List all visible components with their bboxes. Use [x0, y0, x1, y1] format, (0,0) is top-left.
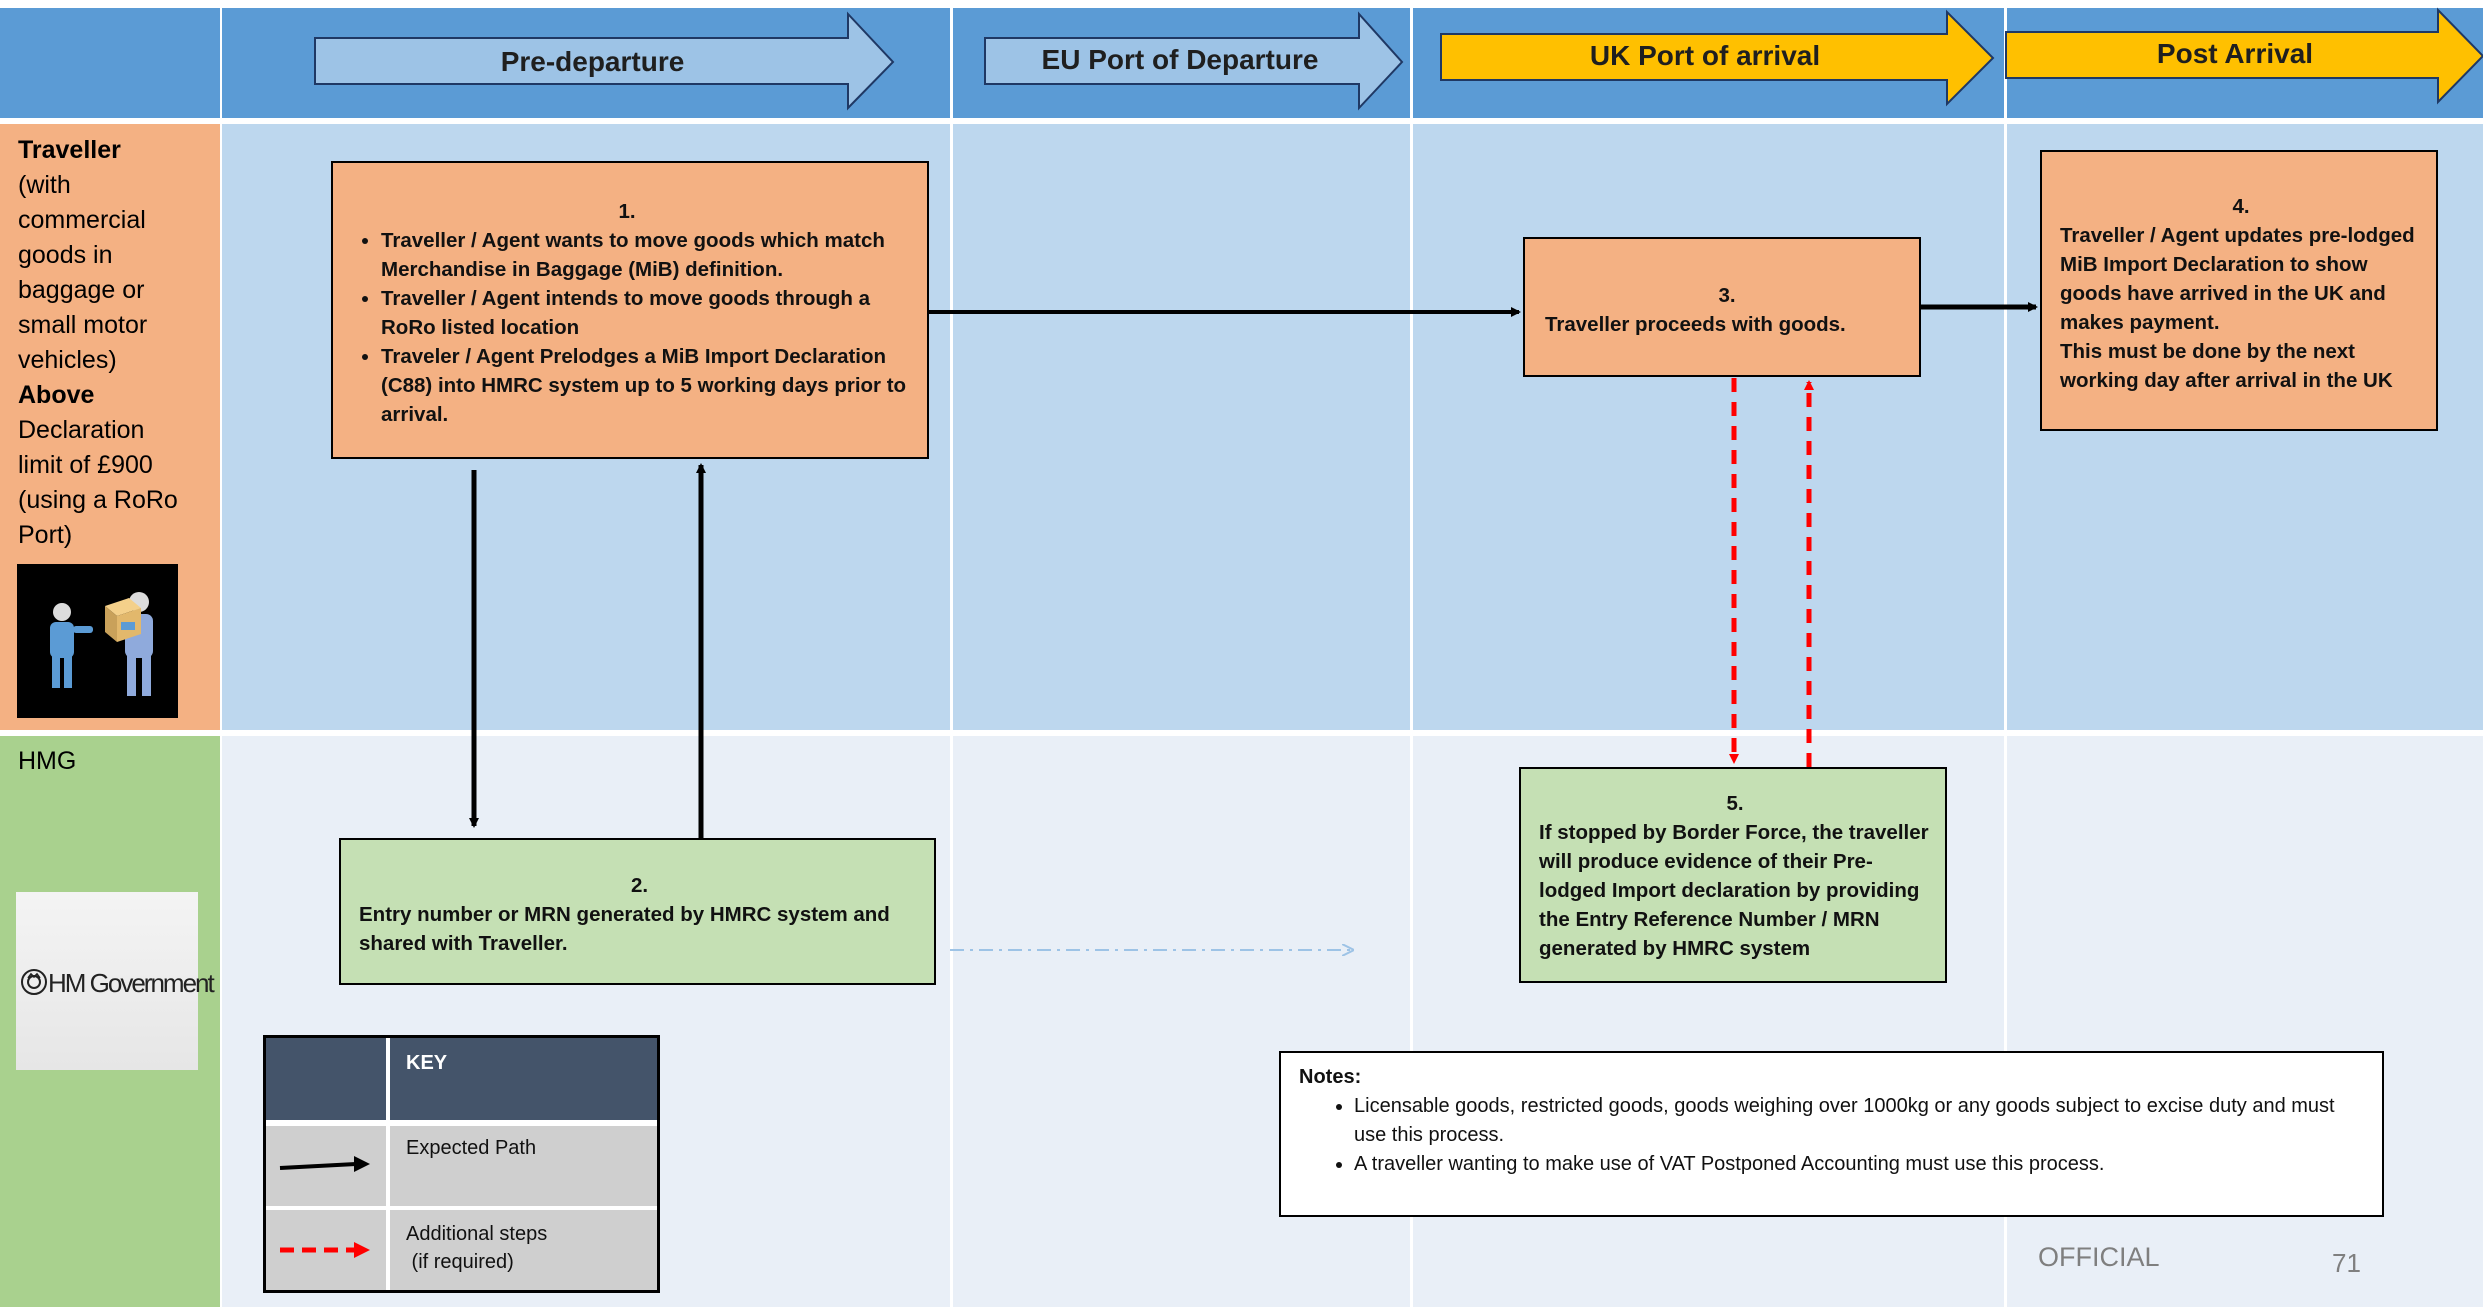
- step-3-text: Traveller proceeds with goods.: [1545, 313, 1846, 336]
- legend-additional-label: Additional steps: [406, 1223, 548, 1245]
- step-1-box: 1. Traveller / Agent wants to move goods…: [331, 161, 929, 459]
- step-2-text: Entry number or MRN generated by HMRC sy…: [359, 903, 890, 955]
- column-divider: [1410, 8, 1413, 1307]
- notes-item: A traveller wanting to make use of VAT P…: [1354, 1150, 2364, 1179]
- step-3-box: 3. Traveller proceeds with goods.: [1523, 237, 1921, 377]
- phase-label-pre-departure: Pre-departure: [500, 46, 685, 77]
- traveller-title: Traveller: [18, 136, 121, 164]
- phase-arrow-pre-departure: [314, 11, 895, 111]
- traveller-lane-title: Traveller (with commercial goods in bagg…: [0, 133, 215, 553]
- hm-government-logo-text: HM Government: [48, 968, 215, 998]
- legend-expected-swatch: [279, 1156, 370, 1172]
- phase-arrow-uk-port: [1440, 9, 1995, 107]
- phase-label-eu-port: EU Port of Departure: [1041, 44, 1319, 75]
- notes-title: Notes:: [1299, 1066, 1362, 1088]
- legend-title: KEY: [406, 1052, 448, 1074]
- step-5-text: If stopped by Border Force, the travelle…: [1539, 821, 1929, 960]
- legend-key: KEY Expected Path Additional steps (if r…: [263, 1035, 660, 1293]
- notes-item: Licensable goods, restricted goods, good…: [1354, 1092, 2364, 1150]
- legend-expected-label: Expected Path: [406, 1137, 537, 1159]
- legend-additional-swatch: [280, 1242, 370, 1258]
- traveller-desc-line: small motor: [18, 311, 148, 339]
- notes-box: Notes: Licensable goods, restricted good…: [1279, 1051, 2384, 1217]
- traveller-above: Above: [18, 381, 95, 409]
- traveller-desc-line: limit of £900: [18, 451, 153, 479]
- step-4-text-2: This must be done by the next working da…: [2060, 340, 2393, 392]
- traveller-desc-line: Declaration: [18, 416, 145, 444]
- traveller-desc-line: (with: [18, 171, 71, 199]
- step-1-bullet: Traveller / Agent wants to move goods wh…: [381, 226, 913, 284]
- header-corner: [0, 8, 220, 118]
- traveller-desc-line: baggage or: [18, 276, 145, 304]
- traveller-desc-line: (using a RoRo: [18, 486, 178, 514]
- phase-arrow-eu-port: [984, 11, 1404, 111]
- step-4-box: 4. Traveller / Agent updates pre-lodged …: [2040, 150, 2438, 431]
- step-1-bullet: Traveler / Agent Prelodges a MiB Import …: [381, 342, 913, 429]
- classification-label: OFFICIAL: [2038, 1242, 2160, 1272]
- step-5-box: 5. If stopped by Border Force, the trave…: [1519, 767, 1947, 983]
- hm-government-logo: HM Government: [16, 892, 215, 1070]
- column-divider: [950, 8, 953, 1307]
- phase-label-post-arrival: Post Arrival: [2156, 38, 2314, 69]
- step-5-number: 5.: [1726, 792, 1744, 815]
- step-2-box: 2. Entry number or MRN generated by HMRC…: [339, 838, 936, 985]
- legend-divider: [386, 1038, 390, 1290]
- legend-additional-label-2: (if required): [406, 1251, 514, 1273]
- phase-label-uk-port: UK Port of arrival: [1589, 40, 1821, 71]
- legend-header: [266, 1038, 657, 1120]
- step-2-number: 2.: [630, 874, 649, 897]
- page-number: 71: [2332, 1248, 2361, 1278]
- traveller-desc-line: Port): [18, 521, 73, 549]
- legend-row-divider: [266, 1120, 657, 1126]
- people-handover-icon: [17, 564, 178, 718]
- hmg-lane-title: HMG: [18, 747, 77, 775]
- traveller-desc-line: commercial: [18, 206, 146, 234]
- step-3-number: 3.: [1718, 284, 1736, 307]
- step-1-bullet: Traveller / Agent intends to move goods …: [381, 284, 913, 342]
- column-divider: [2004, 8, 2007, 1307]
- crown-crest-icon: [21, 969, 47, 995]
- phase-arrow-post-arrival: [2005, 7, 2483, 105]
- step-4-number: 4.: [2232, 195, 2250, 218]
- traveller-desc-line: vehicles): [18, 346, 117, 374]
- step-1-number: 1.: [618, 200, 636, 223]
- phase-arrows: [314, 7, 2483, 111]
- step-4-text: Traveller / Agent updates pre-lodged MiB…: [2060, 224, 2415, 334]
- legend-row-divider: [266, 1206, 657, 1210]
- traveller-desc-line: goods in: [18, 241, 113, 269]
